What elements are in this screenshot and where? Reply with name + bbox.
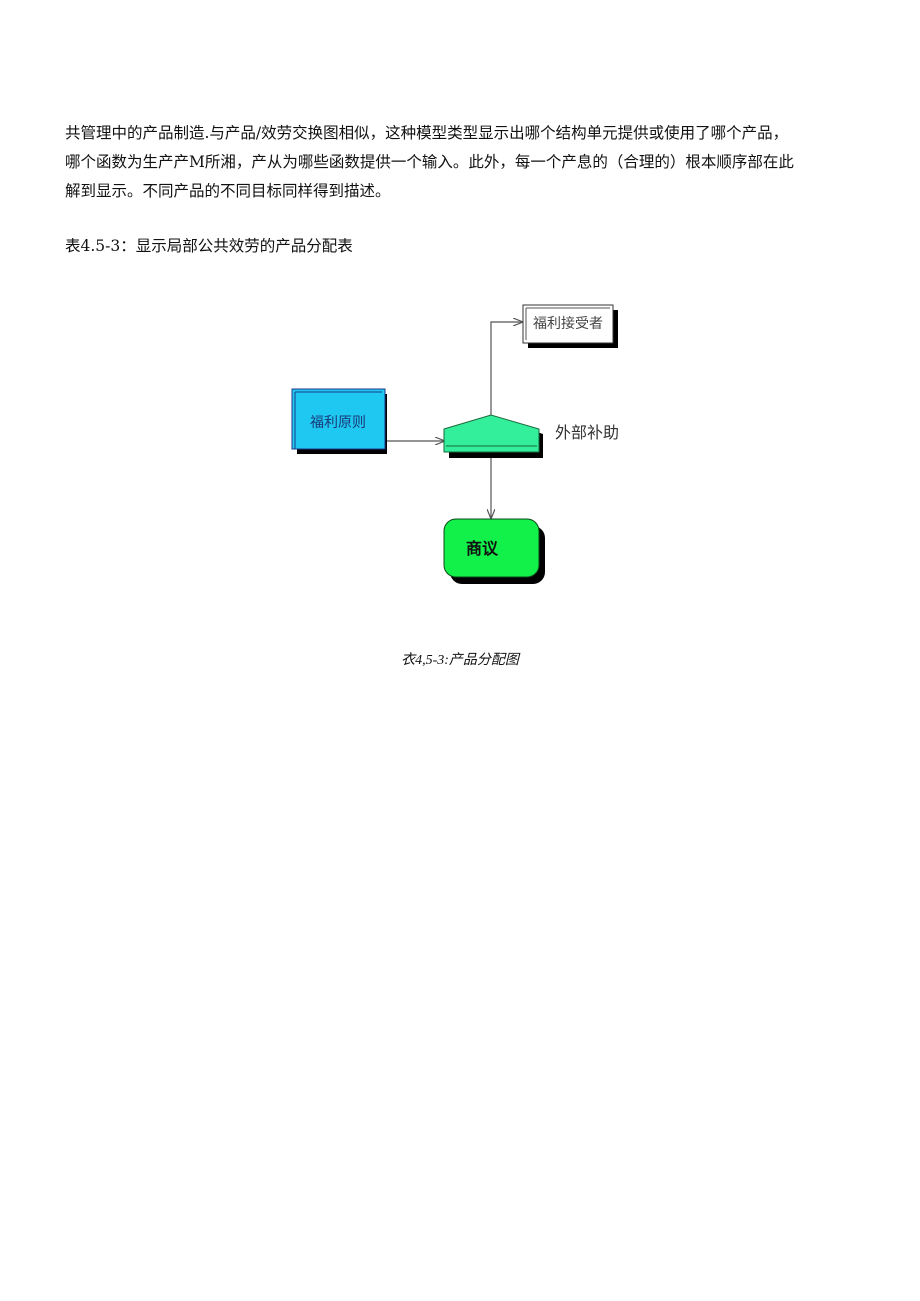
product-allocation-diagram: 福利原则 外部补助 福利接受者 商议 bbox=[291, 304, 619, 584]
node-principle-label: 福利原则 bbox=[310, 415, 366, 431]
node-subsidy: 外部补助 bbox=[443, 414, 619, 458]
node-recipient-label: 福利接受者 bbox=[533, 315, 603, 332]
arrow-subsidy-to-recipient bbox=[490, 322, 522, 416]
node-negotiation-label: 商议 bbox=[466, 539, 499, 558]
paragraph-line: 共管理中的产品制造.与产品/效劳交换图相似，这种模型类型显示出哪个结构单元提供或… bbox=[65, 124, 789, 142]
node-subsidy-label: 外部补助 bbox=[555, 423, 619, 442]
figure-caption: 衣4,5-3:产品分配图 bbox=[401, 653, 519, 668]
table-caption: 表4.5-3：显示局部公共效劳的产品分配表 bbox=[65, 237, 353, 255]
node-recipient: 福利接受者 bbox=[522, 304, 618, 348]
body-paragraph: 共管理中的产品制造.与产品/效劳交换图相似，这种模型类型显示出哪个结构单元提供或… bbox=[65, 119, 865, 206]
paragraph-line: 解到显示。不同产品的不同目标同样得到描述。 bbox=[65, 182, 391, 200]
paragraph-line: 哪个函数为生产产M所湘，产从为哪些函数提供一个输入。此外，每一个产息的（合理的）… bbox=[65, 153, 794, 171]
node-negotiation: 商议 bbox=[443, 518, 545, 584]
node-principle: 福利原则 bbox=[291, 388, 387, 454]
